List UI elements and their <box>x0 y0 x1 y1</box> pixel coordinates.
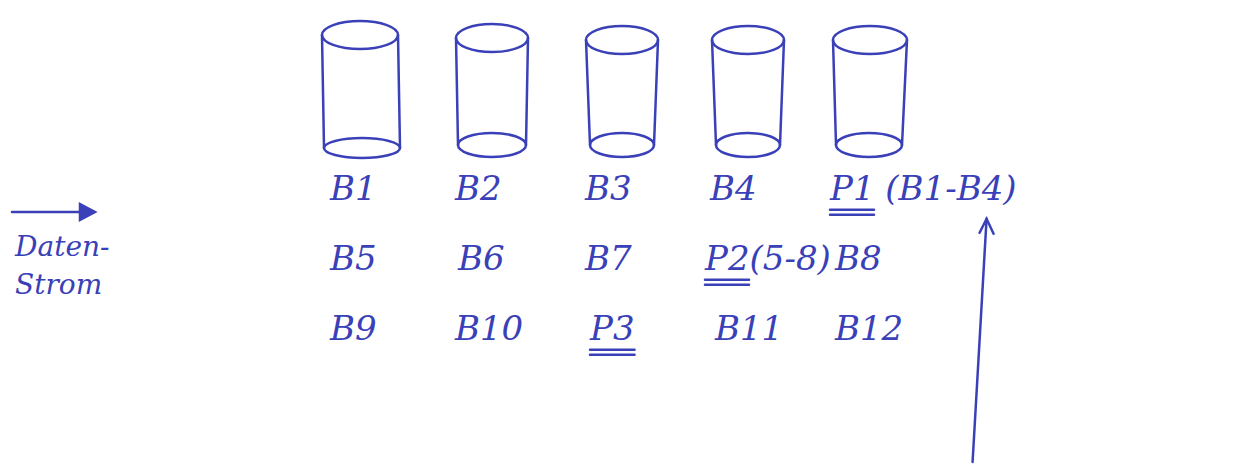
pointer-arrow <box>973 219 987 462</box>
parity-underline <box>705 279 749 282</box>
block-label: B9 <box>330 308 377 349</box>
data-stream-arrow <box>12 204 95 220</box>
block-label: B12 <box>835 308 903 349</box>
parity-underline <box>705 284 749 287</box>
pointer-arrowhead <box>980 219 994 234</box>
block-label: P1 (B1-B4) <box>830 168 1017 209</box>
block-label: B3 <box>585 168 632 209</box>
block-label: B7 <box>585 238 632 279</box>
block-label: B2 <box>455 168 502 209</box>
parity-underline <box>590 354 635 357</box>
parity-underline <box>590 349 635 352</box>
block-label: P3 <box>590 308 635 349</box>
parity-underline <box>830 214 874 217</box>
disk-cylinder <box>833 26 907 157</box>
disk-cylinder <box>456 24 528 157</box>
block-label: B11 <box>715 308 783 349</box>
disk-cylinder <box>322 21 400 158</box>
stream-label: Daten-Strom <box>15 228 125 304</box>
annotation-marks <box>590 210 994 462</box>
block-label: B1 <box>330 168 377 209</box>
block-label: B10 <box>455 308 523 349</box>
parity-underline <box>830 209 874 212</box>
block-label: P2(5-8) <box>705 238 831 279</box>
disk-cylinder <box>586 26 658 157</box>
block-label: B4 <box>710 168 757 209</box>
block-label: B6 <box>458 238 505 279</box>
block-label: B8 <box>835 238 882 279</box>
block-label: B5 <box>330 238 377 279</box>
disk-cylinder <box>712 26 784 157</box>
